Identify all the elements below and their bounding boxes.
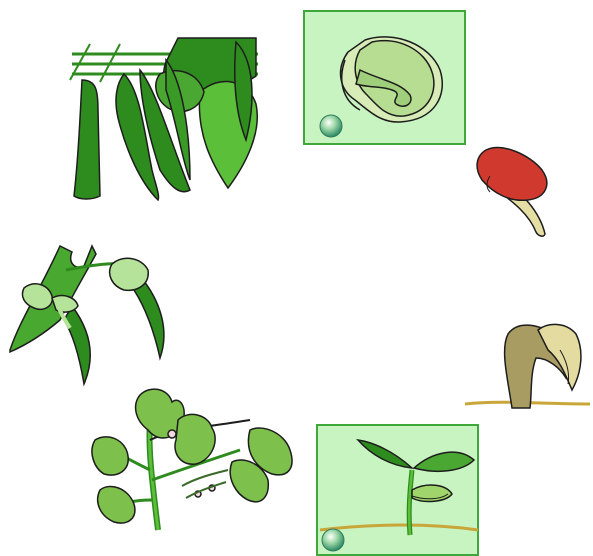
globe-marker-icon <box>320 115 342 137</box>
bean-flowers-pods-icon <box>10 246 164 384</box>
flowering-bean-plant-icon <box>92 389 292 530</box>
bean-seedling-icon <box>320 440 478 535</box>
globe-marker-icon <box>322 529 344 551</box>
mature-bean-pods-icon <box>70 38 258 200</box>
germinating-bean-icon <box>477 148 547 237</box>
bean-seed-cross-section-icon <box>341 37 443 122</box>
emerging-shoot-icon <box>465 324 590 408</box>
